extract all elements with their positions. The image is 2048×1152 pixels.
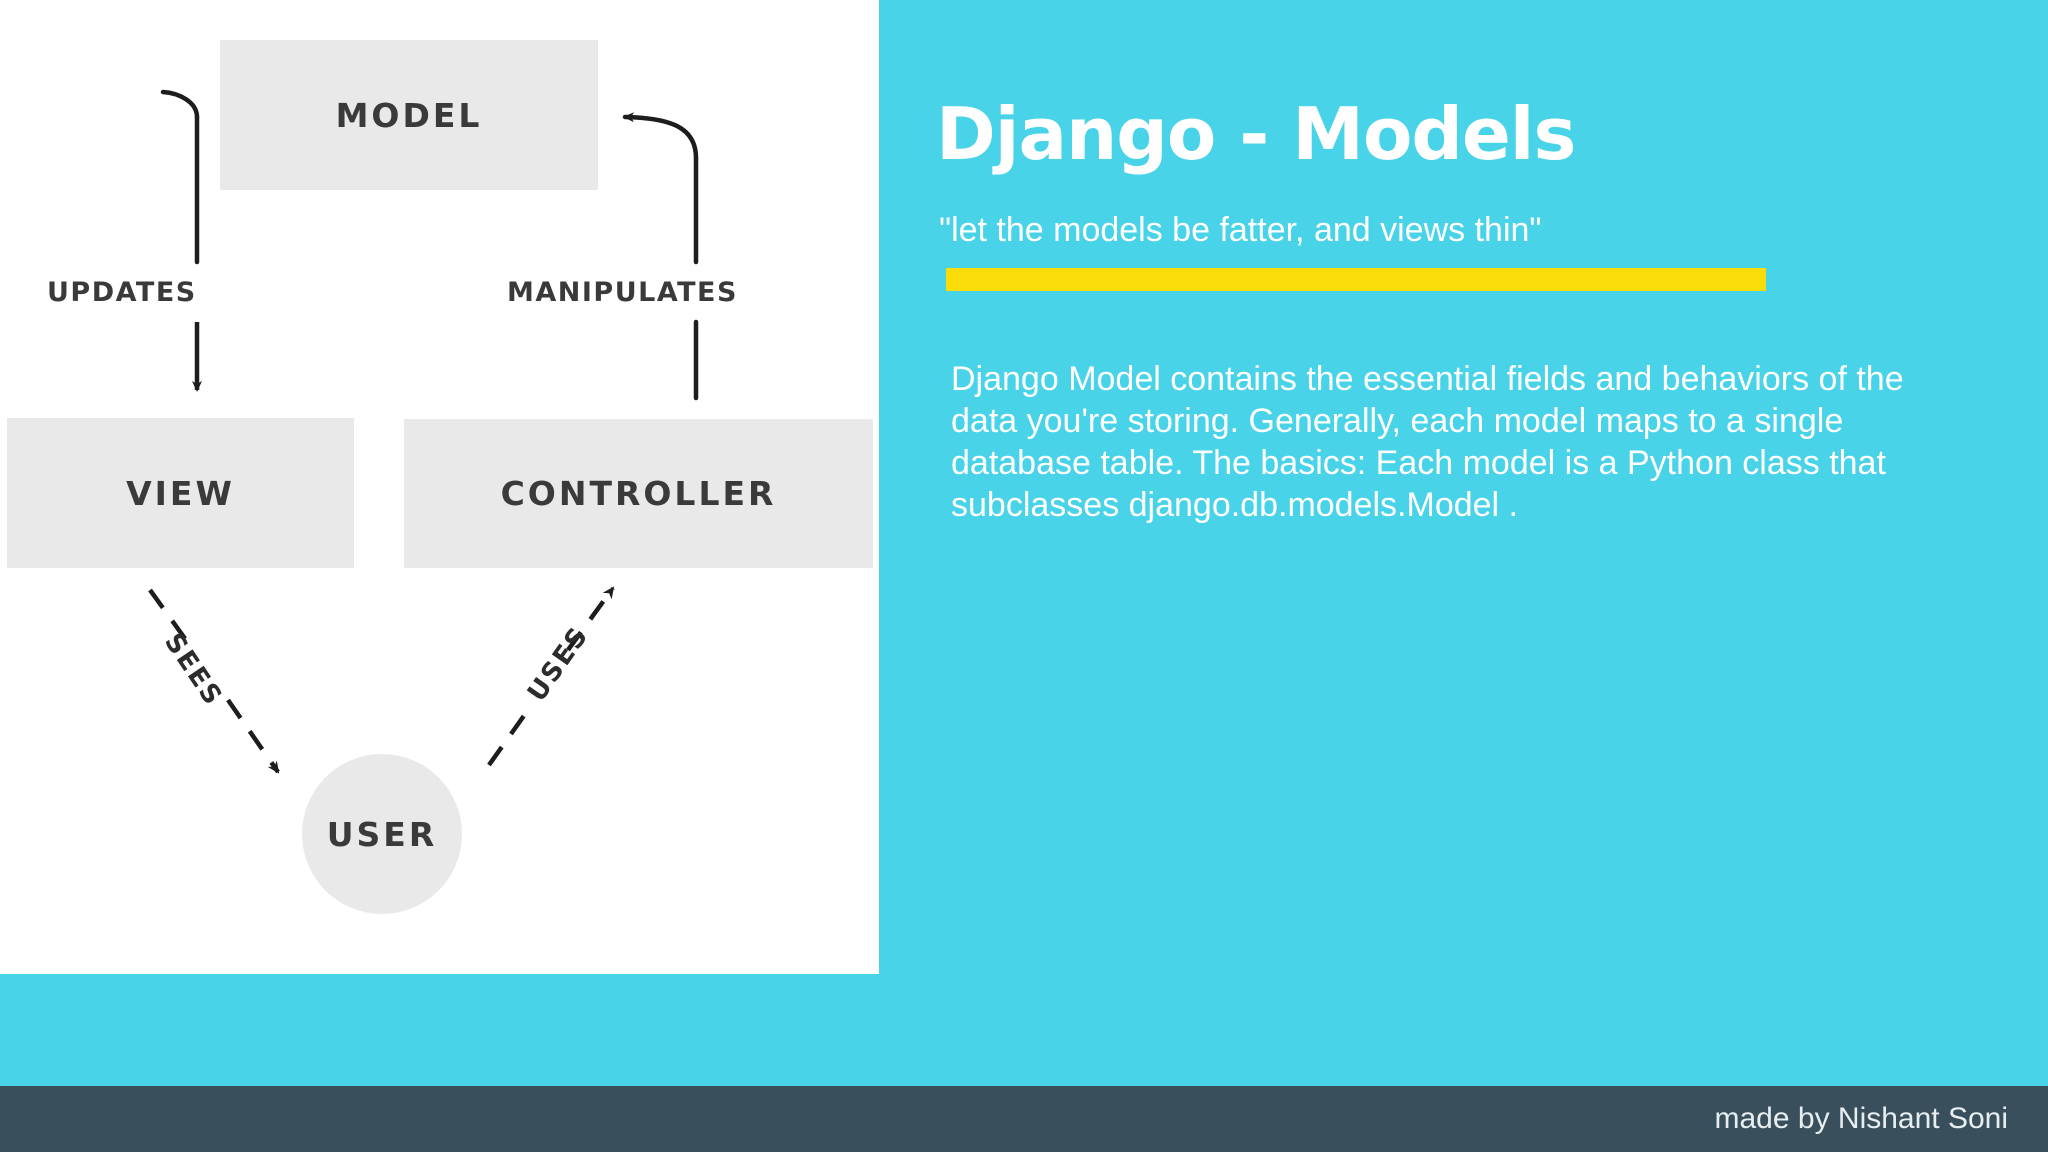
diagram-edge-label-manipulates: MANIPULATES bbox=[507, 277, 738, 308]
mvc-diagram-panel: MODEL VIEW CONTROLLER USER UPDATES MANIP… bbox=[0, 0, 879, 974]
diagram-node-view-label: VIEW bbox=[126, 473, 235, 513]
diagram-node-controller-label: CONTROLLER bbox=[500, 474, 777, 513]
edge-uses-arrow bbox=[487, 586, 615, 767]
content-column: Django - Models "let the models be fatte… bbox=[936, 0, 1996, 1080]
page-title: Django - Models bbox=[936, 92, 1576, 177]
diagram-node-model[interactable]: MODEL bbox=[220, 40, 598, 190]
edge-manipulates-arrow bbox=[622, 112, 699, 401]
diagram-node-user-label: USER bbox=[326, 814, 438, 854]
diagram-node-controller[interactable]: CONTROLLER bbox=[404, 419, 873, 568]
diagram-node-model-label: MODEL bbox=[335, 95, 483, 135]
accent-divider bbox=[946, 268, 1766, 291]
slide-subtitle: "let the models be fatter, and views thi… bbox=[939, 211, 1542, 249]
footer-bar: made by Nishant Soni bbox=[0, 1086, 2048, 1152]
diagram-arrows bbox=[148, 89, 699, 774]
diagram-node-view[interactable]: VIEW bbox=[7, 418, 354, 568]
diagram-node-user[interactable]: USER bbox=[302, 754, 462, 914]
edge-sees-arrow bbox=[148, 588, 280, 774]
diagram-edge-label-updates: UPDATES bbox=[47, 277, 197, 308]
footer-credit-text: made by Nishant Soni bbox=[1714, 1102, 2009, 1135]
body-paragraph: Django Model contains the essential fiel… bbox=[951, 360, 1904, 525]
edge-updates-arrow bbox=[160, 89, 202, 392]
